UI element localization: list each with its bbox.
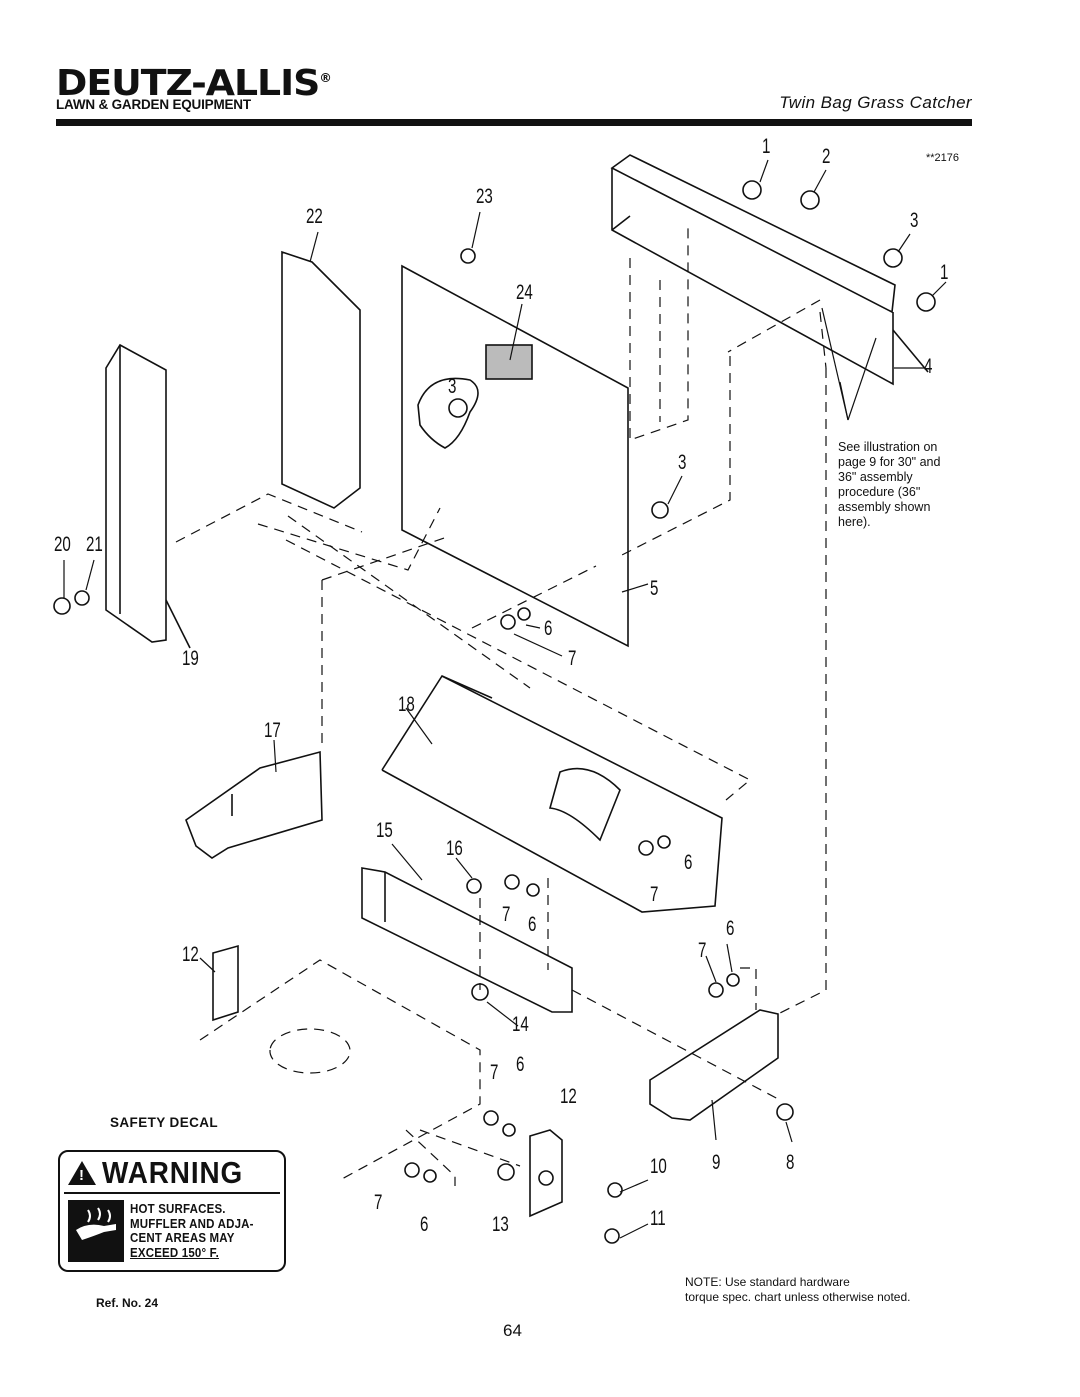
warning-line: CENT AREAS MAY: [130, 1231, 235, 1245]
warning-divider: [64, 1192, 280, 1194]
hot-hand-icon: [68, 1200, 124, 1262]
callout-6-deflector: 6: [684, 851, 693, 874]
side-panel-22: [281, 250, 361, 509]
see-note-line: page 9 for 30" and: [838, 455, 941, 469]
fasteners: [53, 180, 936, 1244]
callout-7-right: 7: [698, 939, 707, 962]
decal-patch: [485, 344, 533, 380]
callout-5: 5: [650, 577, 659, 600]
warning-line: HOT SURFACES.: [130, 1202, 226, 1216]
callout-21: 21: [86, 533, 103, 556]
leader-lines: [63, 159, 947, 1239]
callout-3-top: 3: [910, 209, 919, 232]
callout-3-right: 3: [678, 451, 687, 474]
see-note-line: assembly shown: [838, 500, 931, 514]
callout-15: 15: [376, 819, 393, 842]
callout-23: 23: [476, 185, 493, 208]
back-panel-part: [401, 264, 629, 648]
callout-6-lower: 6: [516, 1053, 525, 1076]
see-note-line: 36" assembly: [838, 470, 913, 484]
bracket-15: [361, 867, 573, 1013]
bracket-9: [649, 1009, 779, 1121]
brand-name: DEUTZ-ALLIS: [56, 63, 320, 104]
see-note-line: procedure (36": [838, 485, 921, 499]
warning-header: ! WARNING: [68, 1155, 278, 1190]
callout-6-panel: 6: [544, 617, 553, 640]
callout-11: 11: [650, 1207, 666, 1230]
header-rule: [56, 119, 972, 126]
bracket-12-right: [529, 1129, 563, 1218]
callout-20: 20: [54, 533, 71, 556]
callout-10: 10: [650, 1155, 667, 1178]
callout-6-bracket: 6: [528, 913, 537, 936]
brand-logo: DEUTZ-ALLIS®: [56, 63, 332, 104]
callout-1-right: 1: [940, 261, 949, 284]
safety-decal-label: SAFETY DECAL: [110, 1115, 219, 1130]
see-note-line: here).: [838, 515, 871, 529]
channel-19: [105, 343, 191, 649]
callout-2: 2: [822, 145, 831, 168]
callout-13: 13: [492, 1213, 509, 1236]
bracket-17: [185, 750, 323, 859]
callout-22: 22: [306, 205, 323, 228]
callout-7-panel: 7: [568, 647, 577, 670]
callout-8: 8: [786, 1151, 795, 1174]
warning-word: WARNING: [102, 1155, 244, 1190]
top-rail-part: [610, 154, 929, 386]
brand-subtitle: LAWN & GARDEN EQUIPMENT: [56, 97, 251, 112]
callout-6-bottom: 6: [420, 1213, 429, 1236]
callout-16: 16: [446, 837, 463, 860]
callout-14: 14: [512, 1013, 529, 1036]
deflector-18: [381, 674, 723, 913]
see-illustration-note: See illustration on page 9 for 30" and 3…: [838, 440, 978, 530]
page-number: 64: [503, 1321, 522, 1340]
callout-3-center: 3: [448, 375, 457, 398]
callout-7-bottom: 7: [374, 1191, 383, 1214]
callout-19: 19: [182, 647, 199, 670]
torque-note: NOTE: Use standard hardware torque spec.…: [685, 1275, 910, 1305]
callout-4: 4: [924, 355, 933, 378]
callout-18: 18: [398, 693, 415, 716]
see-note-line: See illustration on: [838, 440, 938, 454]
note-line: NOTE: Use standard hardware: [685, 1275, 850, 1289]
callout-17: 17: [264, 719, 281, 742]
warning-text: HOT SURFACES. MUFFLER AND ADJA- CENT ARE…: [130, 1202, 254, 1260]
callout-7-bracket: 7: [502, 903, 511, 926]
callout-12-left: 12: [182, 943, 199, 966]
note-line: torque spec. chart unless otherwise note…: [685, 1290, 911, 1304]
warning-decal: ! WARNING HOT SURFACES. MUFFLER AND ADJA…: [58, 1150, 286, 1272]
callout-6-right: 6: [726, 917, 735, 940]
figure-number: **2176: [926, 152, 960, 164]
callout-24: 24: [516, 281, 533, 304]
callout-12-right: 12: [560, 1085, 577, 1108]
registered-mark: ®: [319, 71, 332, 85]
ref-number: Ref. No. 24: [96, 1296, 159, 1310]
page-title: Twin Bag Grass Catcher: [779, 93, 972, 112]
callout-1-top: 1: [762, 135, 771, 158]
assembly-lines: [175, 222, 827, 1186]
warning-line: EXCEED 150° F.: [130, 1245, 219, 1260]
callout-9: 9: [712, 1151, 721, 1174]
warning-line: MUFFLER AND ADJA-: [130, 1216, 254, 1231]
bracket-12-left: [212, 944, 239, 1022]
warning-triangle-icon: !: [68, 1161, 96, 1185]
callout-7-lower: 7: [490, 1061, 499, 1084]
callout-7-deflector: 7: [650, 883, 659, 906]
